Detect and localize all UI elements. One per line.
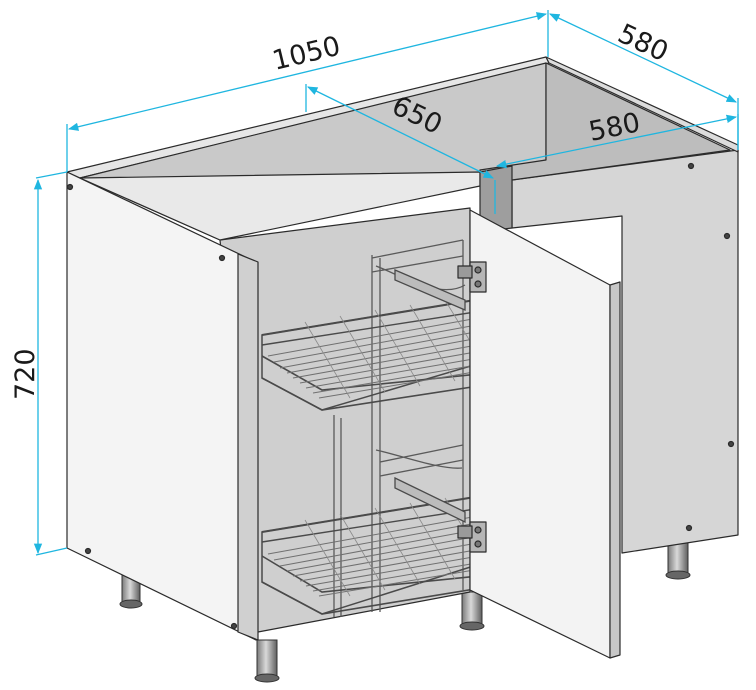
screw-dot <box>230 622 238 630</box>
screw-dot <box>218 254 226 262</box>
dimline-depth-right <box>549 13 737 103</box>
dimline-width-total <box>67 12 548 131</box>
open-door <box>457 209 621 659</box>
door-edge <box>609 281 621 659</box>
screw-dot <box>727 440 735 448</box>
screw-dot <box>66 183 74 191</box>
leg-back-right <box>665 542 691 580</box>
screw-dot <box>84 547 92 555</box>
leg-front-mid <box>254 639 280 683</box>
label-width-total: 1050 <box>269 31 343 77</box>
label-depth-right: 580 <box>613 18 673 68</box>
dimension-annotations <box>33 10 739 556</box>
cabinet-legs <box>119 542 691 683</box>
dimline-inner-width <box>495 114 738 169</box>
screw-dot <box>687 162 695 170</box>
cabinet-body <box>66 56 739 641</box>
hinge-upper <box>457 261 487 293</box>
label-height: 720 <box>10 348 41 400</box>
dimline-inner-depth <box>307 86 494 179</box>
screw-dot <box>723 232 731 240</box>
slide-runner <box>394 476 466 524</box>
door-panel <box>469 209 611 659</box>
leg-door-side <box>459 591 485 631</box>
hinge-lower <box>457 521 487 553</box>
screw-dot <box>685 524 693 532</box>
left-side-panel <box>66 171 257 641</box>
slide-runner <box>394 269 466 311</box>
left-panel-front-edge <box>237 253 259 641</box>
